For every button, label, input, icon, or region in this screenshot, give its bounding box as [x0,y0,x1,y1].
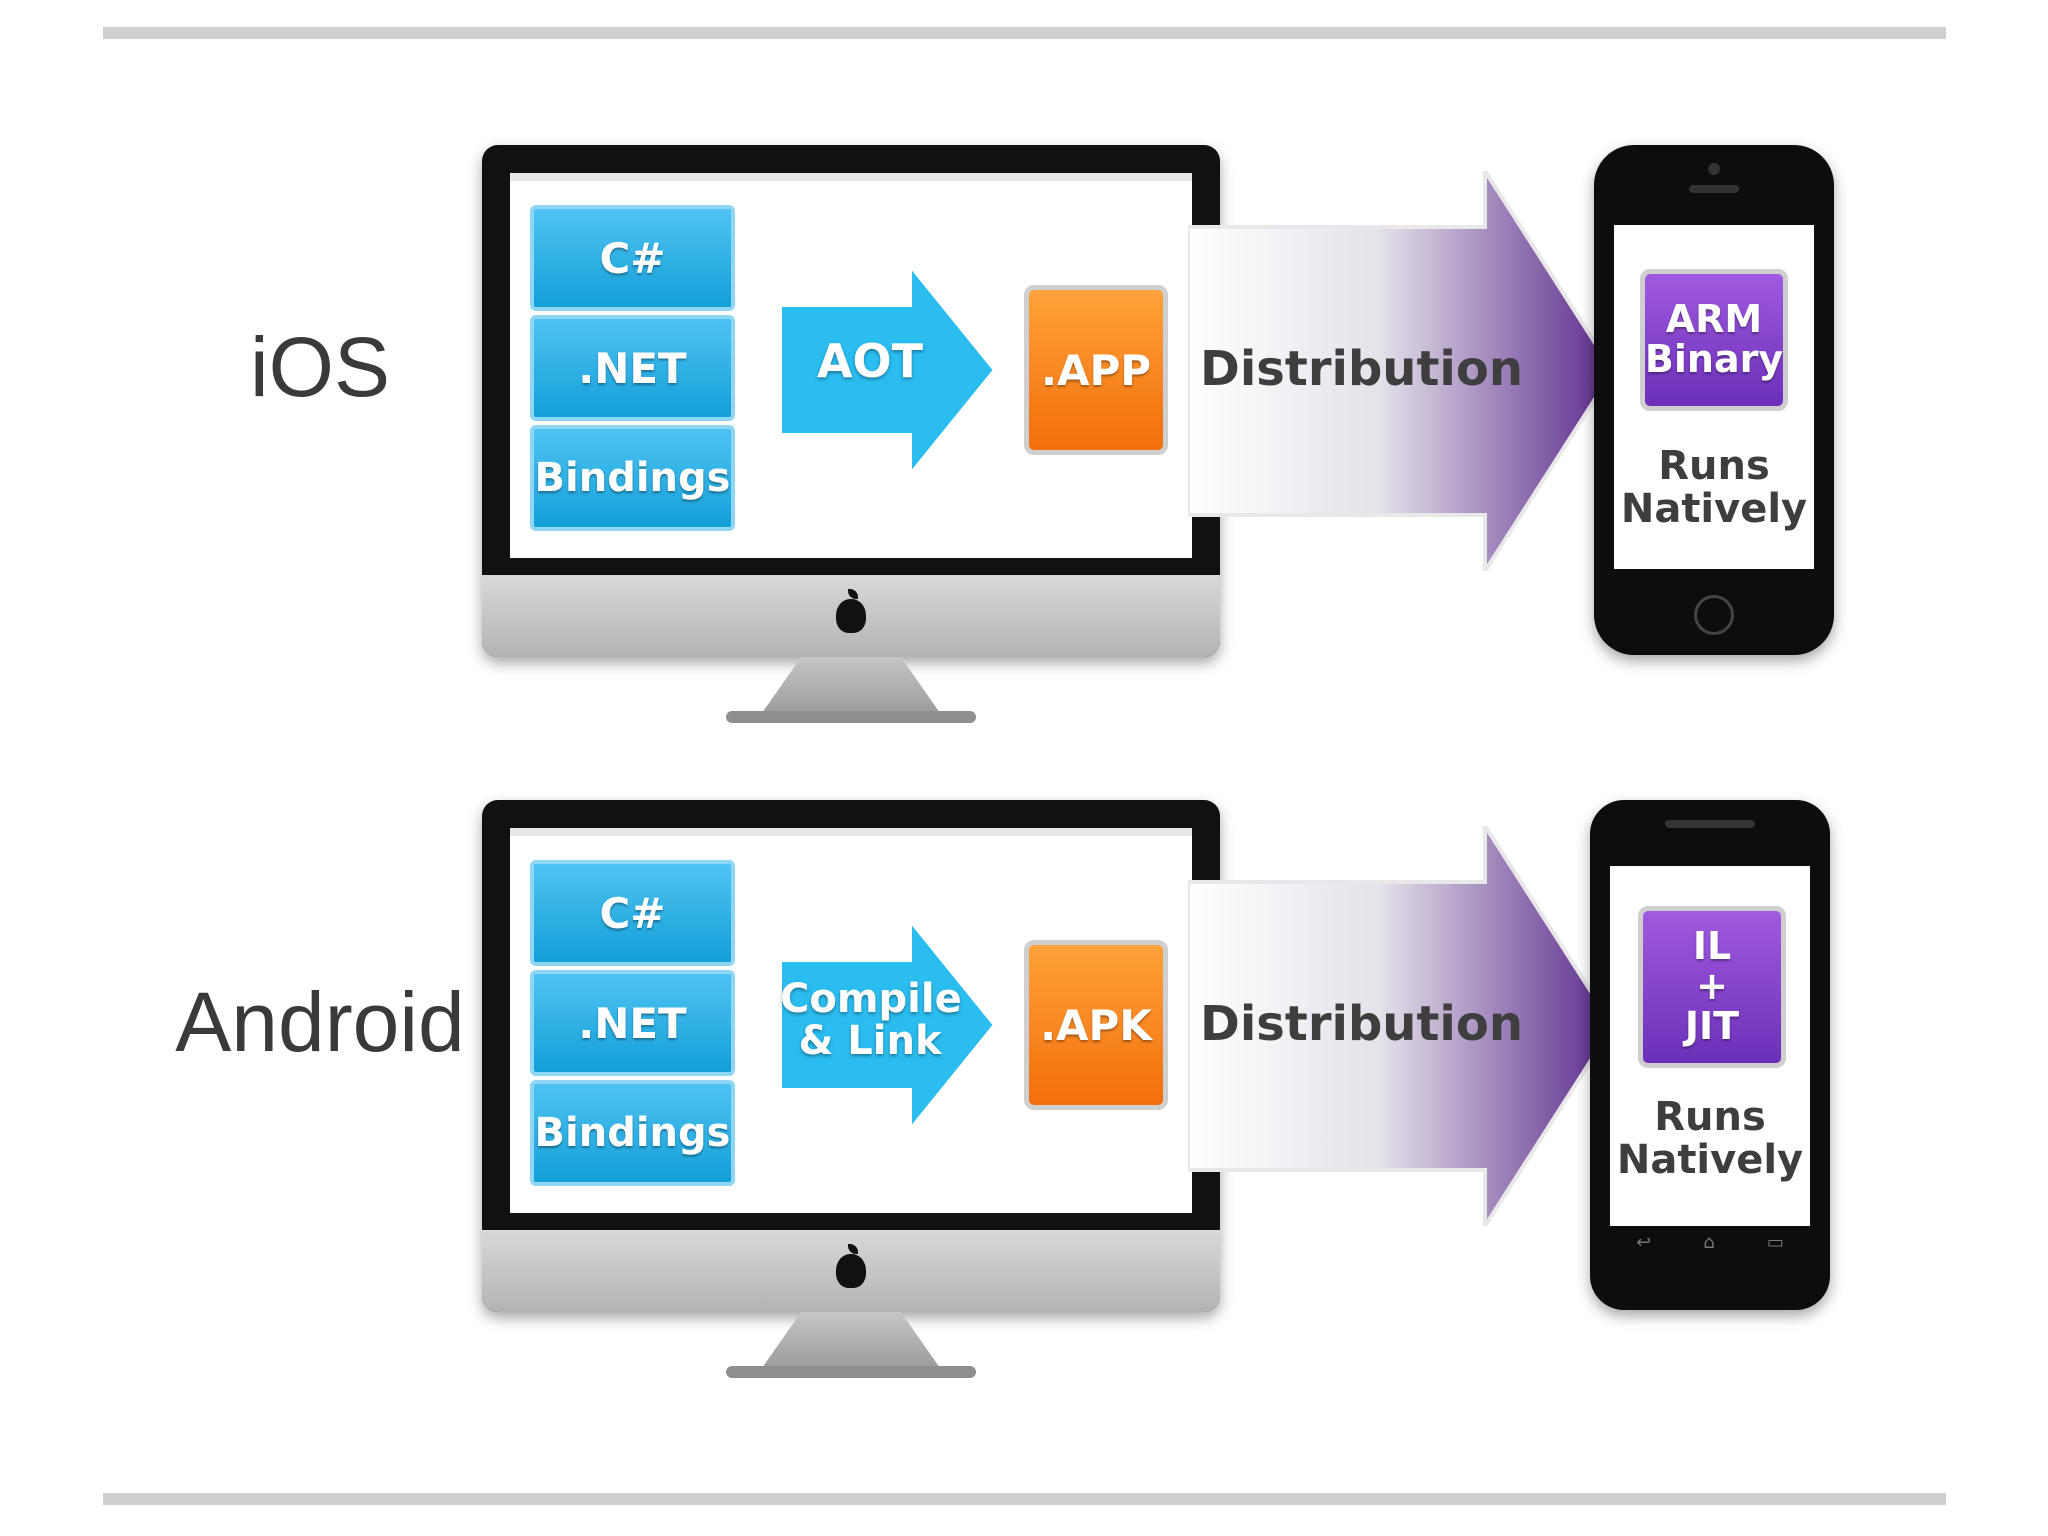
top-divider [103,27,1946,39]
platform-label-ios: iOS [160,325,480,409]
compile-step-line: & Link [780,1020,960,1062]
output-line: JIT [1685,1007,1739,1047]
bottom-divider [103,1493,1946,1505]
runs-line: Runs [1614,445,1814,488]
output-line: Binary [1645,340,1783,380]
monitor-stand [762,1312,940,1368]
apple-logo-icon [836,1254,866,1288]
home-button-icon [1694,595,1734,635]
compile-step-line: AOT [780,337,960,385]
distribution-label: Distribution [1200,341,1500,397]
stack-tile-dotnet: .NET [530,970,735,1076]
runs-natively-label: Runs Natively [1610,1096,1810,1182]
distribution-label: Distribution [1200,996,1500,1052]
stack-tile-dotnet: .NET [530,315,735,421]
stack-tile-bindings: Bindings [530,1080,735,1186]
stack-tile-csharp: C# [530,860,735,966]
runs-line: Runs [1610,1096,1810,1139]
stack-tile-bindings: Bindings [530,425,735,531]
android-row: Android Distribution C# .NET Bindings Co… [0,800,2048,1440]
phone-speaker [1689,185,1739,193]
output-line: + [1696,967,1728,1007]
runs-natively-label: Runs Natively [1614,445,1814,531]
output-tile-arm-binary: ARM Binary [1640,269,1788,411]
monitor-base [726,1366,976,1378]
output-line: ARM [1666,300,1762,340]
menu-bar [510,173,1192,181]
runs-line: Natively [1610,1139,1810,1182]
phone-speaker [1665,820,1755,828]
phone-camera [1708,163,1720,175]
monitor-base [726,711,976,723]
package-app: .APP [1024,285,1168,455]
platform-label-android: Android [160,980,480,1064]
menu-bar [510,828,1192,836]
compile-step-label: Compile & Link [780,978,960,1062]
ios-row: iOS Distribution C# .NET Bindings AOT .A [0,145,2048,785]
back-icon: ↩ [1636,1232,1651,1253]
monitor-stand [762,657,940,713]
compile-step-label: AOT [780,337,960,385]
recents-icon: ▭ [1767,1232,1784,1253]
runs-line: Natively [1614,488,1814,531]
apple-logo-icon [836,599,866,633]
android-nav-bar: ↩ ⌂ ▭ [1610,1228,1810,1256]
output-tile-il-jit: IL + JIT [1638,906,1786,1068]
home-icon: ⌂ [1703,1232,1714,1253]
stack-tile-csharp: C# [530,205,735,311]
package-apk: .APK [1024,940,1168,1110]
output-line: IL [1693,927,1731,967]
compile-step-line: Compile [780,978,960,1020]
